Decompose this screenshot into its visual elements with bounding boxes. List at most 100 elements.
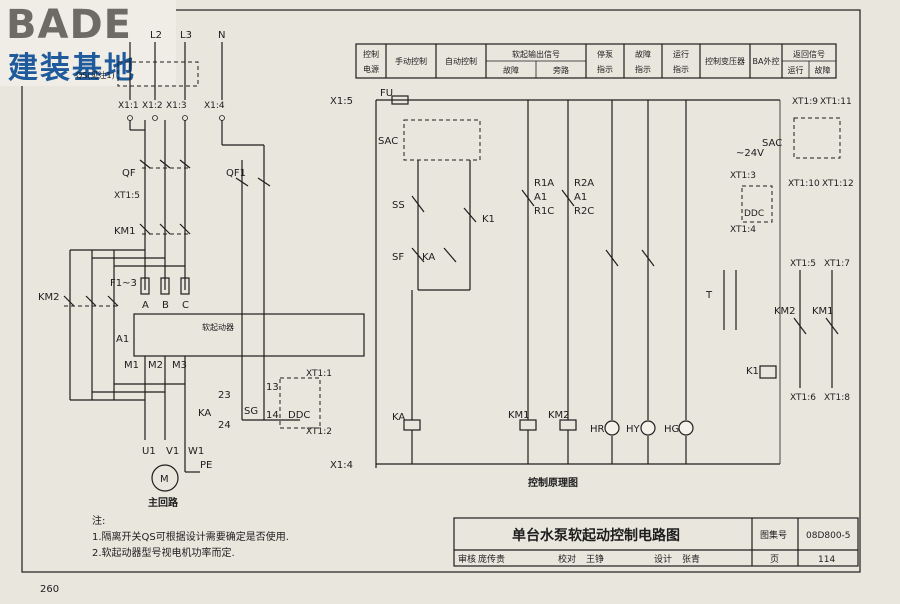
sf-label: SF: [392, 252, 404, 263]
header-cell-7: 控制变压器: [705, 56, 745, 66]
motor-term-m1: M1: [124, 360, 139, 371]
header-cell-2: 自动控制: [445, 56, 477, 66]
fuse-fu-label: FU: [380, 88, 393, 99]
ka-coil-label: KA: [392, 412, 405, 423]
drawing-border: [21, 9, 861, 573]
header-cell-0-sub: 电源: [363, 64, 379, 74]
transformer-label: T: [705, 290, 713, 301]
header-cell-4: 停泵: [597, 49, 613, 59]
xt1-6-fb-label: XT1:6: [790, 393, 816, 403]
lamp-hg: [678, 420, 694, 436]
sac-label: SAC: [378, 136, 398, 147]
lamp-hy-label: HY: [626, 424, 641, 435]
header-cell-1: 手动控制: [395, 56, 427, 66]
phase-b: B: [162, 300, 169, 311]
xt1-9-label: XT1:9: [792, 97, 818, 107]
header-cell-0: 控制: [363, 49, 379, 59]
terminal-u1: U1: [142, 446, 156, 457]
header-cell-3-part-0: 故障: [503, 65, 519, 75]
sac2-box: [793, 117, 841, 159]
n14: 14: [266, 410, 279, 421]
notes-heading: 注:: [92, 514, 105, 527]
k1-coil: [759, 365, 777, 379]
header-cell-6: 运行: [673, 49, 689, 59]
lamp-hr-label: HR: [590, 424, 605, 435]
qs-label: QS(见注1): [76, 70, 115, 80]
motor-label: M: [160, 474, 169, 485]
km1-main-label: KM1: [114, 226, 136, 237]
lamp-hy: [640, 420, 656, 436]
control-caption: 控制原理图: [528, 476, 578, 489]
designer: 张青: [682, 553, 700, 565]
review-label: 审核: [458, 553, 476, 565]
xt1-5-fb-label: XT1:5: [790, 259, 816, 269]
n23: 23: [218, 390, 231, 401]
logo-brand: BADE: [6, 2, 132, 48]
x1-4-control: X1:4: [330, 460, 353, 471]
k1-contact-label: K1: [482, 214, 495, 225]
logo-background: [0, 0, 176, 86]
km1-coil-label: KM1: [508, 410, 530, 421]
phase-a: A: [142, 300, 149, 311]
fuse-label: F1~3: [110, 278, 137, 289]
motor-term-m2: M2: [148, 360, 163, 371]
terminal-v1: V1: [166, 446, 179, 457]
control-circuit: X1:5 X1:4 FU SAC SS SF KA K1 KA R1A A1 R…: [330, 88, 854, 489]
r2c-label: R2C: [574, 206, 594, 217]
page-label: 页: [770, 554, 779, 565]
header-cell-3: 软起输出信号: [512, 49, 560, 59]
header-cell-4-sub: 指示: [597, 64, 613, 74]
motor-symbol: [151, 464, 179, 492]
xt1-7-fb-label: XT1:7: [824, 259, 850, 269]
atlas-number: 08D800-5: [806, 531, 851, 541]
km2-fb-label: KM2: [774, 306, 796, 317]
qf-label: QF: [122, 168, 136, 179]
header-cell-8: BA外控: [753, 56, 780, 66]
terminal-x1-1: X1:1: [118, 101, 139, 111]
header-cell-9: 返回信号: [793, 49, 825, 59]
ddc-main-box: [279, 377, 321, 429]
main-circuit-caption: 主回路: [148, 496, 179, 509]
km2-coil-label: KM2: [548, 410, 570, 421]
x1-5-control: X1:5: [330, 96, 353, 107]
ddc-main-label: DDC: [288, 410, 310, 421]
main-circuit: L2 L3 N QS(见注1) X1:1 X1:2 X1:3 X1:4 QF X…: [38, 30, 365, 509]
v24-label: ~24V: [736, 148, 764, 159]
xt1-4-label: XT1:4: [730, 225, 756, 235]
terminal-x1-3: X1:3: [166, 101, 187, 111]
header-cell-9-part-0: 运行: [788, 65, 804, 75]
xt1-10-label: XT1:10: [788, 179, 820, 189]
r2a-label: R2A: [574, 178, 594, 189]
km1-fb-label: KM1: [812, 306, 834, 317]
sg-label: SG: [244, 406, 258, 417]
ka-contact-label: KA: [422, 252, 435, 263]
note-1: 1.隔离开关QS可根据设计需要确定是否使用.: [92, 530, 289, 543]
header-cell-6-sub: 指示: [673, 64, 689, 74]
xt1-12-label: XT1:12: [822, 179, 854, 189]
terminal-w1: W1: [188, 446, 204, 457]
checker: 王铮: [586, 553, 604, 565]
note-2: 2.软起动器型号视电机功率而定.: [92, 546, 235, 559]
km2-main-label: KM2: [38, 292, 60, 303]
logo-tagline: 建装基地: [8, 51, 136, 86]
header-cell-3-part-1: 旁路: [553, 65, 569, 75]
page-no: 114: [818, 555, 835, 565]
header-cell-9-part-1: 故障: [815, 65, 831, 75]
xt1-5-main: XT1:5: [114, 191, 140, 201]
ss-label: SS: [392, 200, 405, 211]
drawing-title: 单台水泵软起动控制电路图: [512, 527, 680, 544]
qs-disconnector: [117, 61, 199, 87]
page-number: 260: [40, 584, 59, 595]
r1a-label: R1A: [534, 178, 554, 189]
notes: 注: 1.隔离开关QS可根据设计需要确定是否使用. 2.软起动器型号视电机功率而…: [92, 514, 289, 559]
phase-l3: L3: [180, 30, 192, 41]
terminal-x1-4: X1:4: [204, 101, 225, 111]
phase-n: N: [218, 30, 225, 41]
xt1-3-label: XT1:3: [730, 171, 756, 181]
phase-c: C: [182, 300, 189, 311]
terminal-x1-2: X1:2: [142, 101, 163, 111]
motor-term-m3: M3: [172, 360, 187, 371]
n24: 24: [218, 420, 231, 431]
